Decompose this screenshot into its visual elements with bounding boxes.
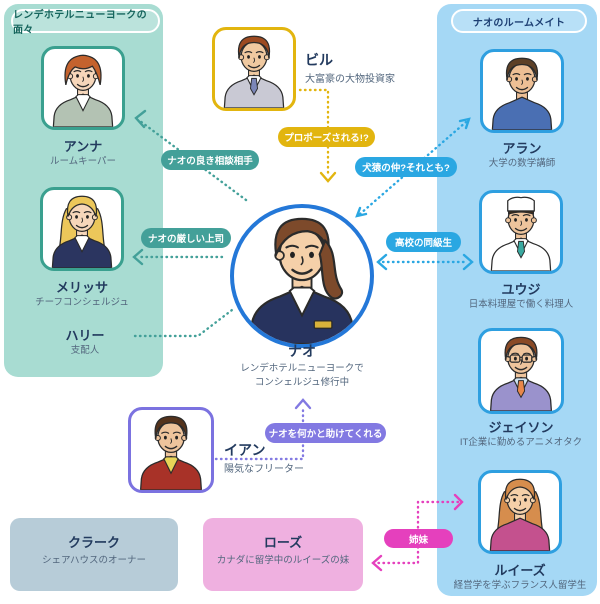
yuji-name: ユウジ (501, 282, 541, 297)
relation-consult: ナオの良き相談相手 (161, 150, 259, 170)
anna-role: ルームキーパー (49, 156, 117, 167)
hotel-staff-panel-title: レンデホテルニューヨークの面々 (11, 9, 160, 36)
anna-name: アンナ (63, 139, 103, 154)
clark-name: クラーク (67, 535, 121, 550)
melissa-role: チーフコンシェルジュ (35, 297, 129, 308)
bill-portrait (212, 27, 296, 111)
alan-portrait (480, 49, 564, 133)
bill-name: ビル (305, 52, 333, 68)
harry-role: 支配人 (70, 345, 100, 356)
louise-portrait (478, 470, 562, 554)
relation-propose: プロポーズされる!? (278, 127, 375, 147)
nao-name: ナオ (288, 343, 316, 359)
alan-name: アラン (502, 141, 542, 156)
rose-name: ローズ (263, 535, 303, 550)
nao-role-line1: レンデホテルニューヨークで (240, 363, 364, 374)
yuji-portrait (479, 190, 563, 274)
clark-card (10, 518, 178, 591)
melissa-portrait (40, 187, 124, 271)
jason-name: ジェイソン (488, 420, 554, 435)
melissa-name: メリッサ (55, 280, 109, 295)
bill-role: 大富豪の大物投資家 (305, 74, 395, 85)
jason-portrait (478, 328, 564, 414)
louise-role: 経営学を学ぶフランス人留学生 (453, 580, 587, 591)
louise-name: ルイーズ (494, 563, 546, 578)
yuji-role: 日本料理屋で働く料理人 (468, 299, 574, 310)
relation-rivals: 犬猿の仲?それとも? (355, 157, 457, 177)
rose-card (203, 518, 363, 591)
ian-portrait (128, 407, 214, 493)
relation-helper: ナオを何かと助けてくれる (265, 423, 386, 443)
nao-role-line2: コンシェルジュ修行中 (254, 377, 350, 388)
rose-role: カナダに留学中のルイーズの妹 (216, 555, 350, 566)
nao-portrait (230, 204, 374, 348)
relation-classmates: 高校の同級生 (386, 232, 461, 252)
alan-role: 大学の数学講師 (488, 158, 556, 169)
harry-name: ハリー (65, 328, 105, 343)
anna-portrait (41, 46, 125, 130)
clark-role: シェアハウスのオーナー (41, 555, 147, 566)
jason-role: IT企業に勤めるアニメオタク (459, 437, 583, 448)
relation-strict-boss: ナオの厳しい上司 (141, 228, 231, 248)
relation-sisters: 姉妹 (384, 529, 453, 548)
ian-name: イアン (224, 442, 266, 458)
roommates-panel-title: ナオのルームメイト (451, 9, 587, 33)
ian-role: 陽気なフリーター (224, 464, 304, 475)
